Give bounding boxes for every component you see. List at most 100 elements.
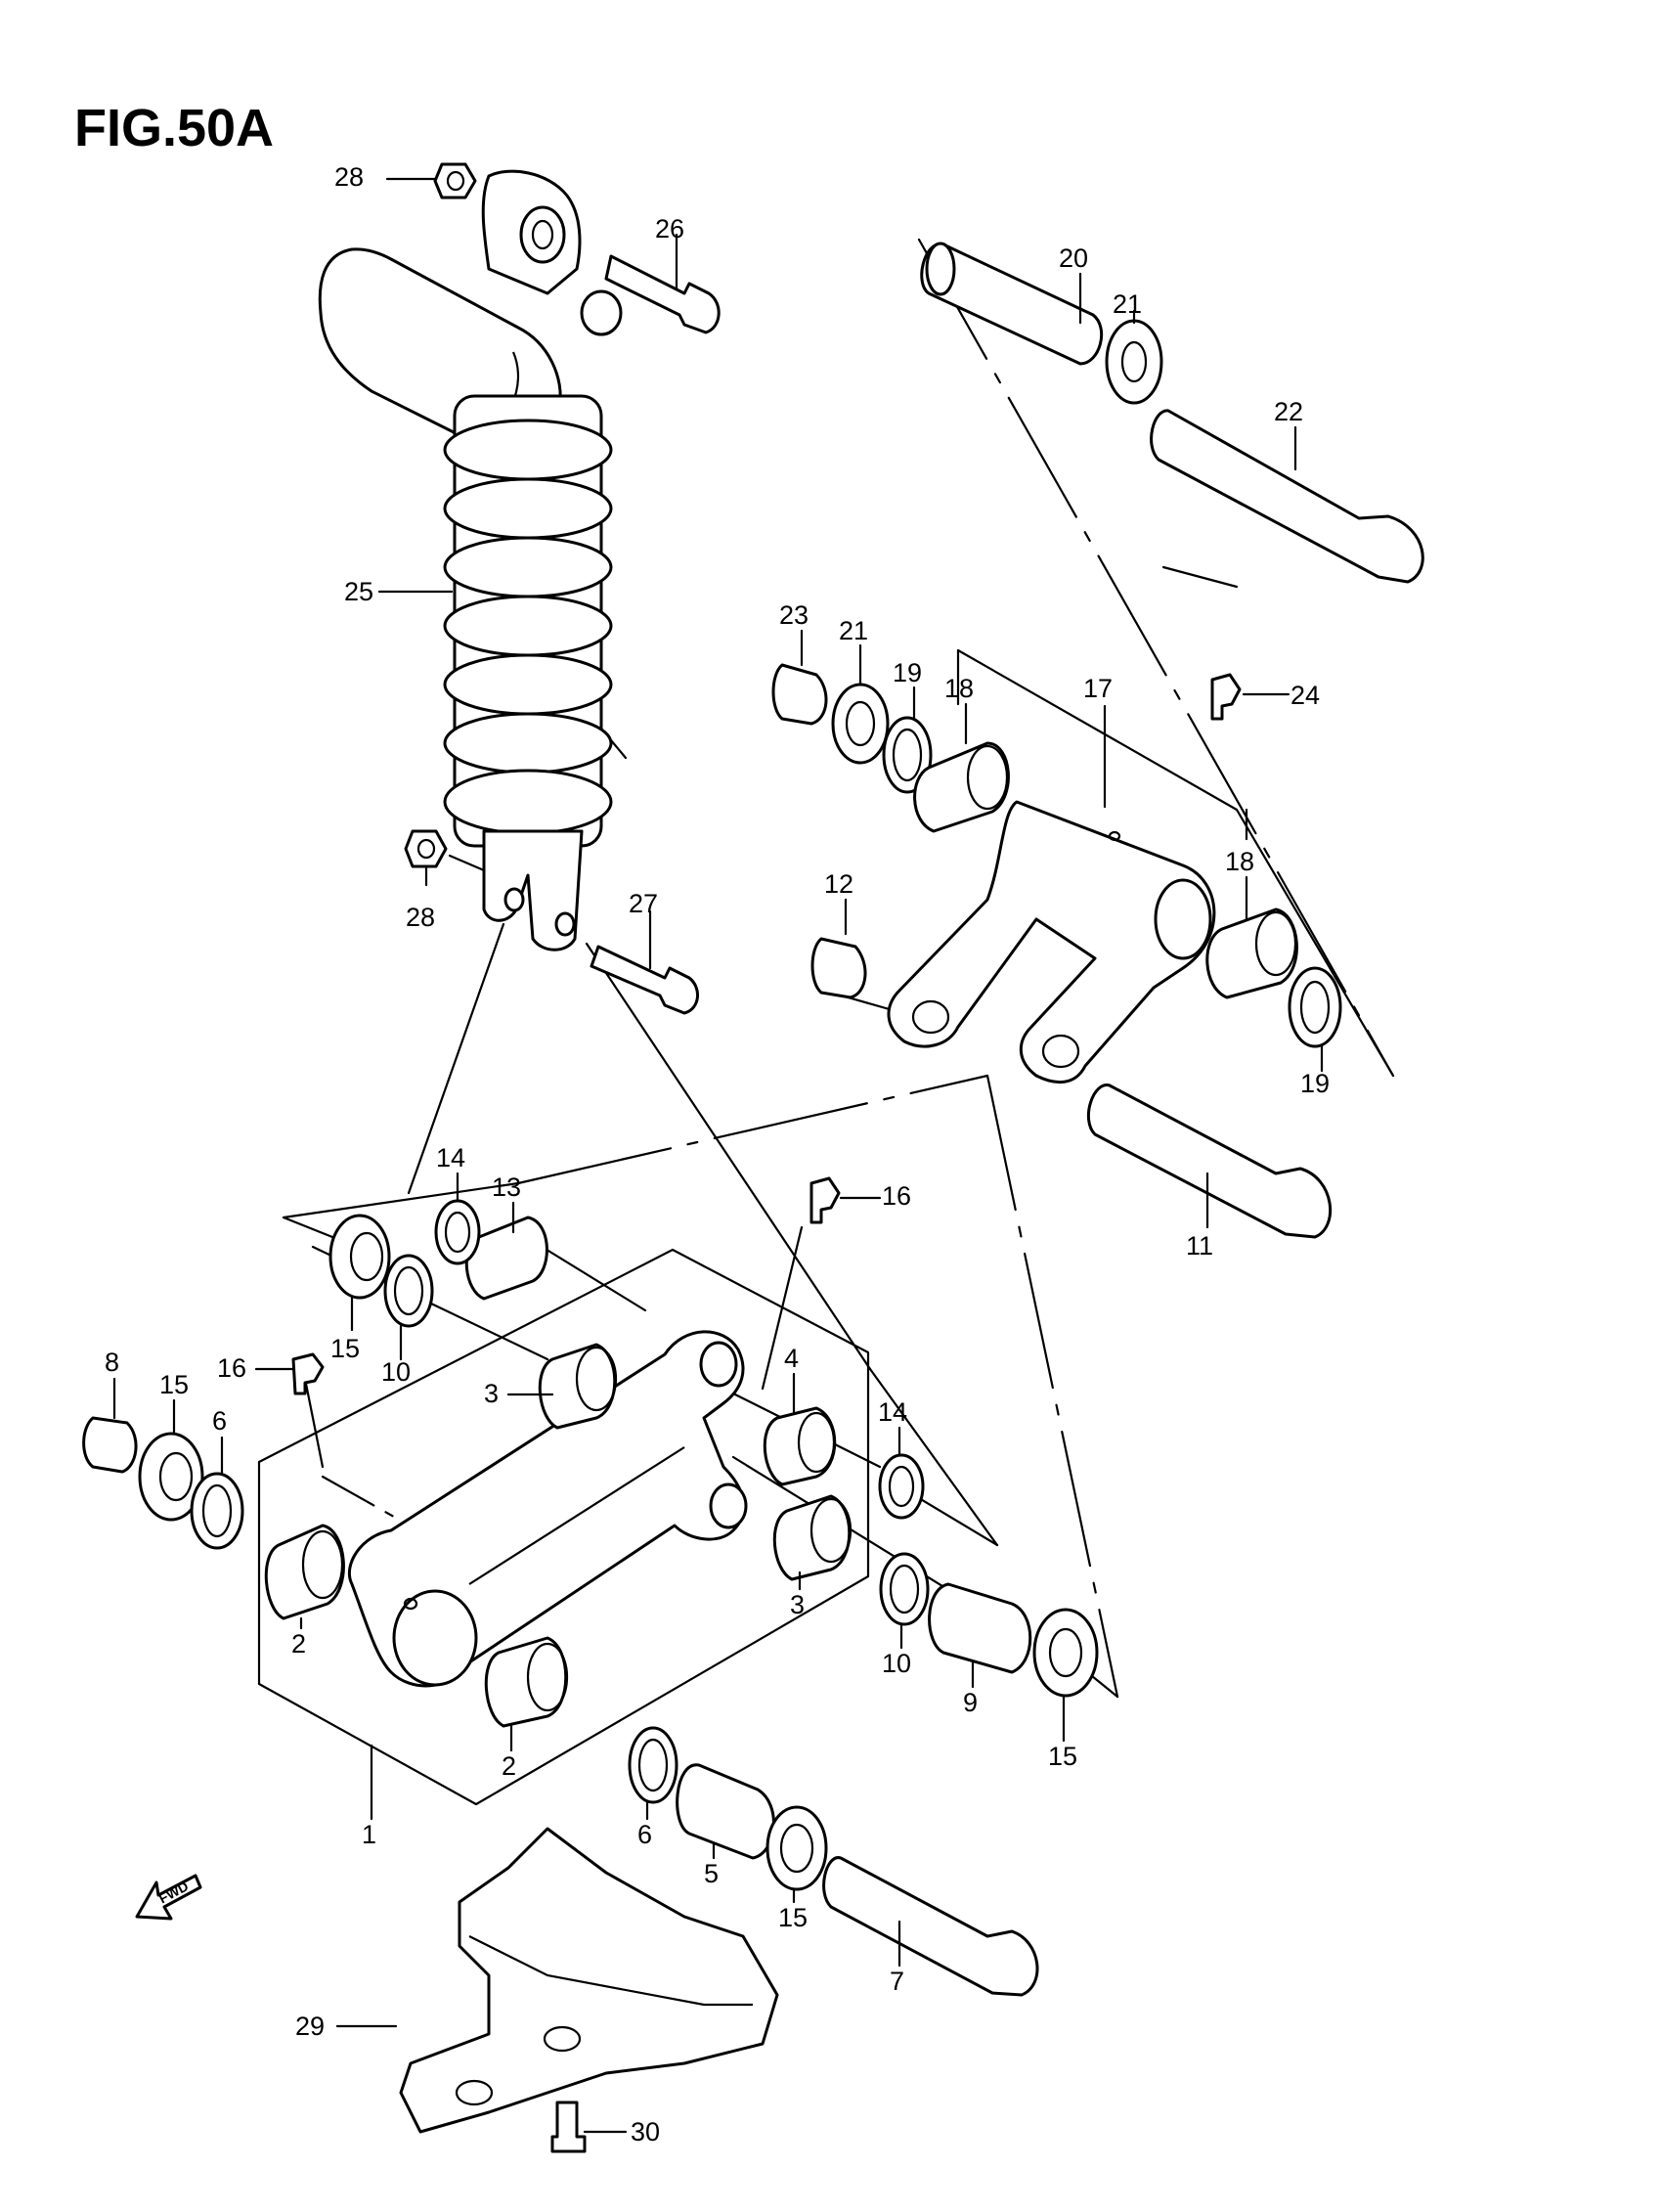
shock-bottom-hole-1: [503, 887, 525, 912]
washer-14-right: [878, 1453, 925, 1520]
guard-29-hole-1: [543, 2025, 582, 2053]
callout-10a: 10: [381, 1357, 411, 1387]
seal-19-right: [1288, 966, 1342, 1048]
callout-24: 24: [1290, 681, 1320, 710]
callout-17: 17: [1083, 674, 1113, 703]
callout-labels: 28 26 25 28 27 20 21 22 23 21 19 18 17 2…: [105, 162, 1330, 2146]
guide-line-left-2: [282, 1216, 334, 1239]
fwd-arrow: FWD: [135, 1874, 202, 1921]
shock-bottom-hole-2: [554, 911, 576, 937]
grease-nipple-24: [1210, 673, 1242, 721]
rod-upper-hardware: [920, 242, 1424, 584]
top-bolt: [604, 254, 721, 334]
callout-20: 20: [1059, 243, 1088, 273]
seal-10-upper: [383, 1254, 434, 1328]
callout-7: 7: [890, 1967, 904, 1996]
callout-1: 1: [362, 1820, 376, 1849]
callout-10b: 10: [882, 1649, 911, 1678]
callout-21b: 21: [839, 616, 868, 645]
spring-coil-6: [443, 712, 613, 774]
callout-4: 4: [784, 1344, 799, 1373]
callout-15d: 15: [778, 1903, 808, 1932]
spring-coil-3: [443, 536, 613, 598]
washer-15-left-hole: [158, 1451, 194, 1502]
screw-30: [550, 2101, 587, 2153]
guide-line-lower-right: [985, 1074, 1119, 1699]
guard-29-hole-2: [455, 2079, 494, 2106]
callout-28b: 28: [406, 903, 435, 932]
top-nut: [433, 162, 477, 199]
bolt-7: [822, 1856, 1039, 1997]
guide-nipple-left-2: [321, 1475, 403, 1523]
washer-21-hole: [845, 700, 876, 747]
grease-nipple-16-center: [809, 1176, 841, 1224]
callout-27: 27: [629, 889, 658, 918]
guard-29-body: [399, 1827, 779, 2134]
rear-shock-absorber: [318, 169, 623, 951]
bolt-22: [1150, 409, 1424, 584]
callout-25: 25: [344, 577, 373, 606]
callout-16b: 16: [882, 1181, 911, 1211]
seal-19: [882, 716, 933, 794]
bearing-4-bore: [797, 1411, 836, 1474]
shock-adjuster-knob: [580, 289, 623, 336]
guide-line-mid: [516, 1074, 989, 1185]
bottom-nut-hole: [416, 838, 436, 860]
callout-2b: 2: [502, 1751, 516, 1781]
callout-30: 30: [631, 2117, 660, 2146]
shock-spring: [443, 394, 613, 848]
bottom-bolt: [590, 945, 699, 1015]
washer-14-upper-hole: [444, 1211, 471, 1254]
top-mount-hardware: [433, 162, 721, 334]
callout-29: 29: [295, 2012, 325, 2041]
washer-21-top-hole: [1120, 340, 1148, 383]
callout-15b: 15: [159, 1370, 189, 1399]
callout-13: 13: [492, 1172, 521, 1202]
seal-10-upper-hole: [393, 1265, 424, 1316]
nut-12: [810, 937, 867, 999]
spring-coil-7: [443, 769, 613, 835]
cushion-rod-hole-1: [911, 999, 950, 1035]
guide-nipple-center: [761, 1225, 804, 1391]
bearing-18-left-bore: [966, 744, 1009, 811]
guide-shock-left: [407, 922, 505, 1195]
bolt-11: [1086, 1084, 1332, 1239]
washer-15-left: [138, 1432, 204, 1522]
guide-shock-right: [585, 942, 872, 1371]
collar-9: [928, 1582, 1032, 1674]
callout-26: 26: [655, 214, 684, 243]
cushion-rod-body: [887, 800, 1216, 1084]
spring-coil-2: [443, 477, 613, 540]
collar-5: [676, 1763, 775, 1860]
callout-23: 23: [779, 600, 809, 630]
bearing-3-upper-bore: [575, 1346, 618, 1412]
shock-top-bushing: [519, 205, 566, 264]
callout-15c: 15: [1048, 1742, 1077, 1771]
spring-coil-1: [443, 419, 613, 481]
guide-shock-right-2: [868, 1367, 999, 1547]
cushion-rod: [887, 800, 1216, 1084]
seal-6-lower-hole: [637, 1738, 669, 1792]
cushion-lever-web: [468, 1446, 685, 1585]
rod-left-hardware: [771, 663, 1010, 833]
seal-6-lower: [628, 1726, 678, 1804]
seal-19-right-inner: [1299, 980, 1331, 1035]
callout-5: 5: [704, 1859, 719, 1888]
callout-18b: 18: [1225, 847, 1254, 876]
callout-19b: 19: [1300, 1069, 1330, 1098]
lever-guard: [399, 1827, 779, 2153]
bearing-2-left: [264, 1524, 345, 1620]
callout-14a: 14: [436, 1143, 465, 1172]
guide-line-left: [282, 1181, 520, 1219]
lower-pivot-hardware: [628, 1726, 1039, 1997]
washer-15-upper-left-hole: [349, 1231, 384, 1282]
cushion-rod-hole-2: [1041, 1034, 1080, 1069]
fwd-arrow-icon: [135, 1874, 202, 1921]
seal-10-right: [879, 1552, 930, 1626]
bearing-2-lower: [484, 1636, 568, 1728]
bearing-18-right: [1205, 907, 1298, 999]
washer-21: [831, 683, 890, 765]
grease-nipple-16-left: [291, 1352, 325, 1395]
callout-6b: 6: [637, 1820, 652, 1849]
spring-coil-4: [443, 595, 613, 657]
